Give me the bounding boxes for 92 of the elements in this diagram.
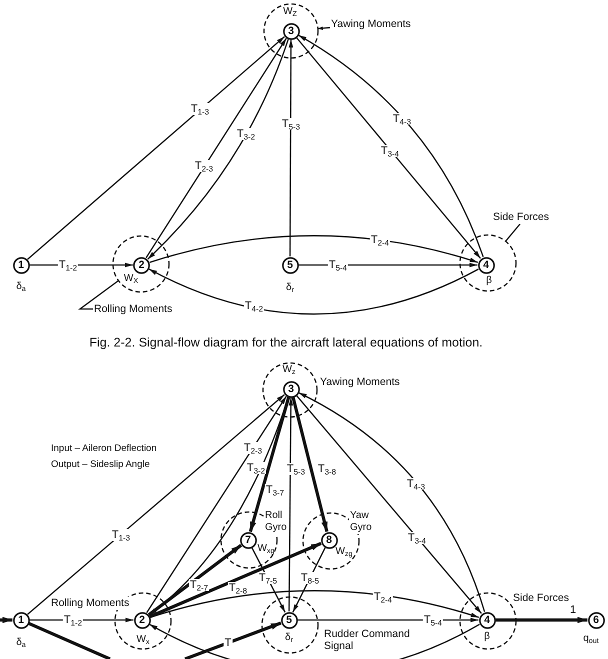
- signal-arrow: [149, 624, 480, 659]
- edge-label: T$_{5-4}$: [328, 259, 348, 271]
- edge-label: T$_{1-3}$: [190, 103, 210, 115]
- figure-caption: Fig. 2-2. Signal-flow diagram for the aircraft lateral equations of motion.: [89, 336, 483, 350]
- annotation-text: Yaw Gyro: [349, 510, 373, 534]
- edge-label: T$_{3-2}$: [236, 128, 256, 140]
- signal-arrow: [292, 396, 328, 532]
- variable-label: W$_{X}$: [124, 273, 138, 285]
- edge-label: T$_{3-8}$: [316, 463, 338, 475]
- signal-arrow: [298, 262, 478, 268]
- edge-label: T$_{2-3}$: [242, 442, 264, 454]
- annotation-text: Roll Gyro: [264, 510, 288, 534]
- variable-label: W$_{zg}$: [335, 546, 353, 558]
- callout-text: Yawing Moments: [319, 376, 401, 388]
- edge-label: T$_{2-4}$: [370, 234, 390, 246]
- signal-arrow: [148, 544, 242, 616]
- dashed-circle: [458, 234, 516, 292]
- variable-label: δ$_{r}$: [285, 632, 293, 644]
- node-circle: 3: [282, 22, 300, 40]
- edge-label: T$_{1-2}$: [58, 259, 78, 271]
- variable-label: δ$_{a}$: [16, 637, 26, 649]
- edge-label: T$_{5-3}$: [286, 463, 306, 475]
- signal-arrow: [30, 262, 133, 268]
- variable-label: W$_{x}$: [136, 634, 150, 646]
- edge-label: 1: [568, 604, 578, 616]
- edge-label: T$_{3-7}$: [264, 484, 286, 496]
- edge-label: T$_{1-2}$: [62, 614, 84, 626]
- edge-label: T$_{2-7}$: [188, 579, 210, 591]
- signal-arrow: [149, 542, 322, 618]
- signal-arrow: [150, 235, 478, 263]
- signal-arrow: [292, 547, 326, 613]
- edge-label: T$_{7-5}$: [258, 572, 278, 584]
- callout-text: Yawing Moments: [330, 18, 412, 30]
- signal-arrow: [298, 618, 478, 622]
- signal-arrow: [148, 268, 479, 315]
- signal-arrow: [248, 396, 290, 532]
- signal-arrow: [288, 40, 294, 256]
- signal-arrow: [251, 547, 286, 613]
- edge-label: T$_{2-3}$: [194, 160, 214, 172]
- signal-arrow: [150, 590, 479, 618]
- node-circle: 3: [282, 380, 300, 398]
- edge-label: T: [224, 637, 232, 649]
- signal-arrow: [0, 616, 12, 624]
- edge-label: T$_{4-3}$: [392, 113, 412, 125]
- signal-arrow: [30, 618, 134, 622]
- node-circle: 5: [280, 612, 298, 628]
- signal-arrow: [27, 394, 285, 615]
- node-circle: 5: [282, 256, 298, 274]
- edge-label: T$_{3-4}$: [406, 532, 428, 544]
- edge-label: T$_{2-8}$: [228, 582, 248, 594]
- node-circle: 4: [478, 612, 496, 628]
- signal-arrow: [496, 616, 588, 624]
- dashed-circle: [263, 3, 319, 59]
- variable-label: W$_{xg}$: [257, 543, 275, 555]
- signal-arrow: [27, 36, 285, 260]
- signal-arrow: [288, 398, 294, 612]
- variable-label: δ$_{r}$: [286, 282, 294, 294]
- dashed-circle: [112, 235, 170, 293]
- annotation-text: Output – Sideslip Angle: [50, 459, 151, 471]
- node-circle: 1: [12, 256, 30, 274]
- node-circle: 2: [134, 612, 150, 628]
- variable-label: q$_{out}$: [583, 633, 599, 645]
- callout-text: Rolling Moments: [50, 596, 130, 610]
- callout-text: Side Forces: [512, 592, 570, 604]
- dashed-circle: [261, 596, 319, 654]
- variable-label: W$_{z}$: [282, 364, 296, 376]
- callout-text: Rolling Moments: [93, 302, 174, 316]
- edge-label: T$_{3-2}$: [246, 462, 266, 474]
- leader-line: [78, 280, 119, 310]
- annotation-text: Input – Aileron Deflection: [50, 443, 158, 455]
- node-circle: 7: [240, 532, 256, 548]
- signal-arrow: [184, 622, 282, 659]
- variable-label: β: [486, 275, 492, 287]
- edge-label: T$_{2-4}$: [372, 591, 394, 603]
- variable-label: δ$_{a}$: [16, 281, 26, 293]
- edge-label: T$_{4-3}$: [406, 478, 426, 490]
- edge-label: T$_{4-2}$: [244, 300, 264, 312]
- edge-label: T$_{5-3}$: [280, 118, 302, 130]
- node-circle: 1: [12, 612, 30, 628]
- node-circle: 6: [588, 612, 604, 628]
- edge-label: T$_{8-5}$: [300, 572, 320, 584]
- callout-text: Side Forces: [492, 210, 550, 224]
- node-circle: 8: [320, 532, 338, 548]
- edge-label: T$_{3-4}$: [380, 145, 400, 157]
- dashed-circle: [262, 362, 318, 418]
- edge-label: T$_{1-3}$: [110, 529, 132, 541]
- node-circle: 2: [133, 256, 150, 274]
- variable-label: W$_{Z}$: [283, 6, 297, 18]
- leader-line: [318, 26, 330, 30]
- node-circle: 4: [478, 256, 494, 274]
- edge-label: T$_{5-4}$: [422, 614, 444, 626]
- variable-label: β: [484, 631, 490, 643]
